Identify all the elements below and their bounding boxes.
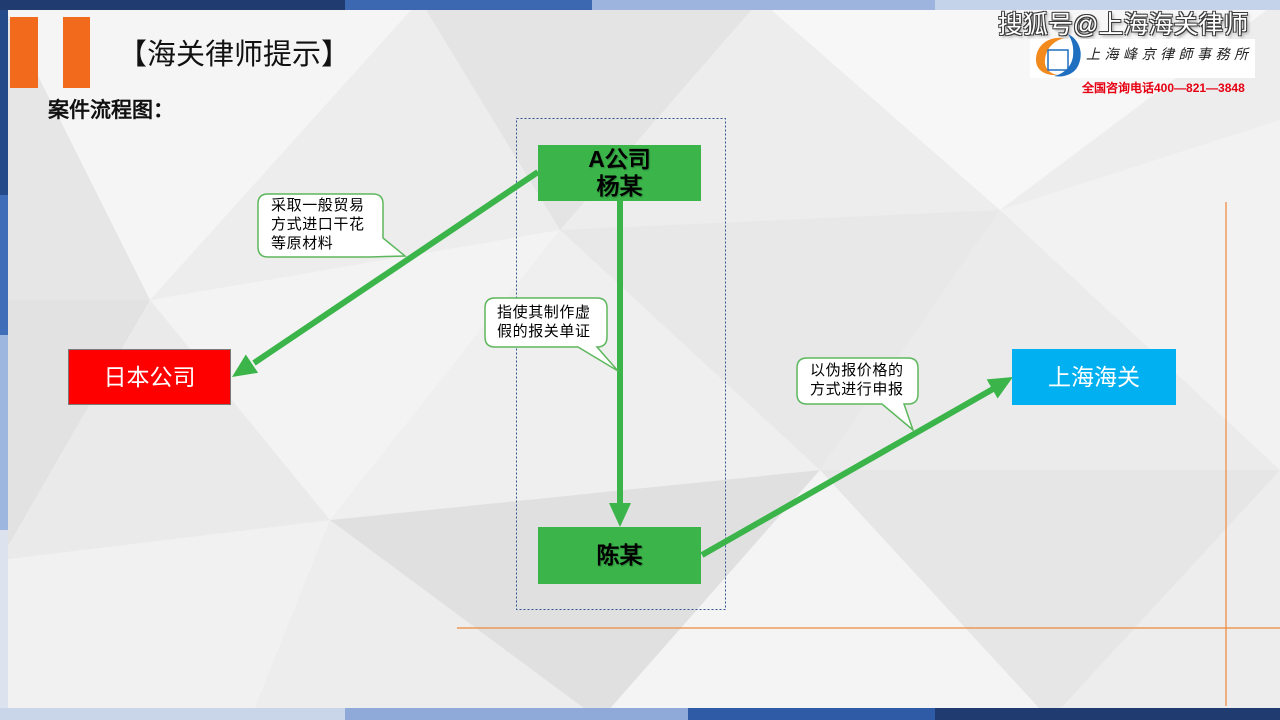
title-accent-bar [63, 17, 90, 88]
background-facet [820, 470, 1280, 720]
slide-title: 【海关律师提示】 [118, 39, 351, 71]
arrowhead [986, 377, 1013, 399]
stripe-segment [935, 708, 1280, 720]
left-accent-stripe [0, 10, 8, 708]
arrowhead [232, 354, 259, 377]
node-a-company: A公司 杨某 [538, 145, 701, 201]
callout-line: 方式进行申报 [810, 382, 904, 398]
stripe-segment [0, 708, 345, 720]
callout-line: 以伪报价格的 [810, 363, 904, 379]
logo-orange-swoosh [1036, 37, 1064, 76]
stripe-segment [345, 708, 688, 720]
stripe-segment [935, 0, 1280, 10]
callout-line: 指使其制作虚 [497, 305, 591, 321]
bottom-accent-stripe [0, 708, 1280, 720]
background-facet [820, 210, 1280, 470]
watermark-handle: 搜狐号@上海海关律师 [998, 11, 1249, 39]
background-facet [0, 520, 330, 720]
top-accent-stripe [0, 0, 1280, 10]
callout-label-import: 采取一般贸易 方式进口干花 等原材料 [271, 197, 365, 254]
callout-line: 假的报关单证 [497, 324, 591, 340]
background-facet [330, 230, 820, 520]
callout-line: 方式进口干花 [271, 217, 365, 233]
background-facet [1000, 120, 1280, 470]
logo-mark [1047, 49, 1069, 71]
stripe-segment [688, 708, 935, 720]
stripe-segment [592, 0, 935, 10]
stripe-segment [0, 530, 8, 708]
arrow-chen-to-shanghai-customs [700, 386, 995, 558]
callout-label-forged-documents: 指使其制作虚 假的报关单证 [497, 304, 591, 342]
callout-line: 等原材料 [271, 236, 334, 252]
callout-bubble-import [257, 193, 408, 258]
arrow-a-company-to-japan-company [252, 169, 540, 366]
stripe-segment [0, 195, 8, 335]
node-label: 杨某 [596, 173, 643, 199]
node-label: 日本公司 [103, 363, 196, 390]
node-label: A公司 [588, 146, 651, 172]
stripe-segment [0, 335, 8, 530]
node-label: 陈某 [596, 542, 643, 568]
stripe-segment [0, 0, 345, 10]
firm-logo [1036, 34, 1081, 77]
node-chen: 陈某 [538, 527, 701, 584]
node-shanghai-customs: 上海海关 [1012, 349, 1176, 405]
stripe-segment [0, 10, 8, 195]
background-facet [0, 300, 330, 560]
callout-label-false-declaration: 以伪报价格的 方式进行申报 [810, 362, 904, 400]
title-accent-bar [10, 17, 38, 88]
background-facet [560, 210, 1000, 470]
callout-bubble-forged-documents [484, 297, 619, 372]
node-label: 上海海关 [1048, 363, 1140, 390]
node-japan-company: 日本公司 [68, 349, 231, 405]
background-facet [600, 470, 1050, 720]
background-facet [150, 230, 560, 520]
background-facet [420, 0, 760, 230]
arrowhead [609, 503, 631, 527]
firm-name: 上海峰京律師事務所 [1086, 48, 1253, 63]
callout-line: 采取一般贸易 [271, 198, 365, 214]
logo-blue-arc [1054, 34, 1081, 77]
callout-bubble-false-declaration [796, 357, 919, 433]
a-company-group-outline [516, 118, 726, 610]
stripe-segment [345, 0, 592, 10]
hotline-text: 全国咨询电话400—821—3848 [1082, 81, 1245, 95]
background-facet [0, 0, 420, 300]
diagram-heading: 案件流程图： [48, 98, 174, 122]
